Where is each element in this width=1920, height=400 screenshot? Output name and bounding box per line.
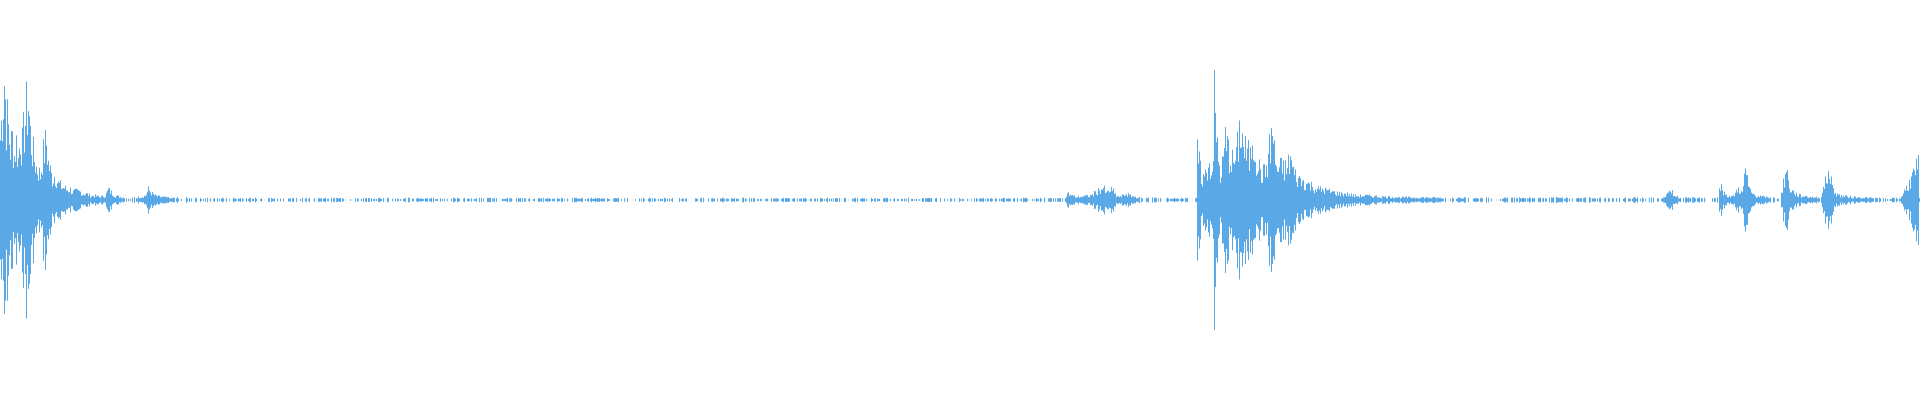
audio-waveform (0, 70, 1920, 330)
waveform-panel (0, 70, 1920, 330)
